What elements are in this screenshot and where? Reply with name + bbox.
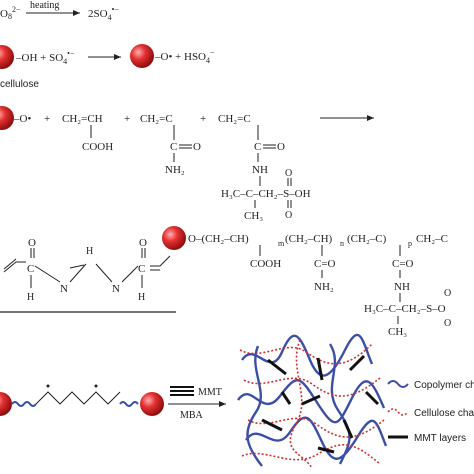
- svg-text:p: p: [408, 239, 412, 248]
- legend-mmt: MMT layers: [414, 433, 466, 444]
- svg-text:C: C: [138, 263, 145, 275]
- persulfate-fragment: O82−: [0, 5, 21, 21]
- svg-text:NH₂: NH₂: [314, 281, 334, 293]
- svg-text:H: H: [27, 292, 34, 303]
- acrylamide-nh2: NH₂: [165, 164, 185, 176]
- svg-text:H: H: [86, 246, 93, 257]
- heating-label: heating: [30, 0, 59, 11]
- amps-ch3: CH₃: [244, 210, 263, 222]
- svg-text:N: N: [60, 283, 68, 295]
- cellulose-label: cellulose: [0, 79, 39, 90]
- mba-structure: C O H N H N C O H: [0, 237, 176, 313]
- acrylic-acid-top: CH₂=CH: [62, 113, 103, 125]
- legend-cellulose: Cellulose cha: [414, 408, 474, 419]
- svg-text:C=O: C=O: [314, 258, 336, 270]
- svg-text:O: O: [444, 288, 451, 299]
- mmt-label: MMT: [198, 387, 222, 398]
- plus-sign: +: [124, 113, 130, 125]
- radical-label: –O•: [13, 113, 31, 125]
- acrylamide-top: CH₂=C: [140, 113, 173, 125]
- legend-copolymer: Copolymer ch: [414, 380, 474, 391]
- svg-text:(CH₂–CH): (CH₂–CH): [285, 233, 333, 245]
- step1-initiation: O82− heating 2SO4•−: [0, 0, 119, 22]
- mmt-bars-icon: [170, 386, 194, 396]
- svg-text:C: C: [170, 141, 177, 153]
- svg-text:CH₃: CH₃: [388, 326, 407, 338]
- cellulose-radical-sphere-icon: [130, 44, 154, 68]
- copolymer-structure: O–(CH₂–CH) m (CH₂–CH) n (CH₂–C) p CH₂–C …: [162, 226, 451, 338]
- amps-chain: H₃C–C–CH₂–S–OH: [221, 188, 311, 200]
- cellulose-sphere-icon: [162, 226, 186, 250]
- svg-text:C=O: C=O: [392, 258, 414, 270]
- sulfate-radical: 2SO4•−: [88, 5, 119, 22]
- svg-text:n: n: [340, 239, 344, 248]
- plus-sign: +: [44, 113, 50, 125]
- crosslinked-chain: MMT MBA: [0, 384, 226, 421]
- svg-text:NH: NH: [394, 281, 410, 293]
- svg-text:m: m: [278, 239, 285, 248]
- step2-left: –OH + SO4•−: [15, 49, 75, 66]
- amps-so-top: O: [285, 168, 292, 179]
- svg-text:N: N: [112, 283, 120, 295]
- amps-o: O: [277, 141, 285, 153]
- amps-so-bottom: O: [285, 210, 292, 221]
- svg-text:CH₂–C: CH₂–C: [416, 233, 448, 245]
- svg-text:O–(CH₂–CH): O–(CH₂–CH): [188, 233, 249, 245]
- acrylic-acid-cooh: COOH: [82, 141, 113, 153]
- step2-radical-formation: –OH + SO4•− –O• + HSO4− cellulose: [0, 44, 215, 90]
- step2-right: –O• + HSO4−: [154, 48, 215, 65]
- svg-text:O: O: [139, 237, 147, 249]
- cellulose-sphere-icon: [0, 392, 12, 416]
- svg-text:C: C: [254, 141, 261, 153]
- amps-top: CH₂=C: [218, 113, 251, 125]
- amps-nh: NH: [252, 164, 268, 176]
- svg-text:O: O: [28, 237, 36, 249]
- mba-label: MBA: [180, 410, 204, 421]
- svg-text:H: H: [138, 292, 145, 303]
- dotted-wave-icon: [387, 408, 409, 416]
- svg-text:(CH₂–C): (CH₂–C): [347, 233, 387, 245]
- cellulose-sphere-icon: [0, 45, 14, 69]
- svg-text:H₃C–C–CH₂–S–O: H₃C–C–CH₂–S–O: [364, 303, 446, 315]
- plus-sign: +: [200, 113, 206, 125]
- acrylamide-o: O: [193, 141, 201, 153]
- cellulose-radical-sphere-icon: [0, 106, 14, 130]
- svg-text:COOH: COOH: [250, 258, 281, 270]
- hydrogel-network: [237, 333, 388, 469]
- copolymer-wavy-segment: [11, 401, 37, 407]
- step3-monomers: –O• + CH₂=CH COOH + CH₂=C C O NH₂ + CH₂=…: [0, 106, 374, 222]
- legend: Copolymer ch Cellulose cha MMT layers: [387, 380, 474, 444]
- cellulose-sphere-icon: [140, 392, 164, 416]
- wavy-line-icon: [387, 380, 409, 388]
- svg-text:C: C: [27, 263, 34, 275]
- svg-text:O: O: [444, 318, 451, 329]
